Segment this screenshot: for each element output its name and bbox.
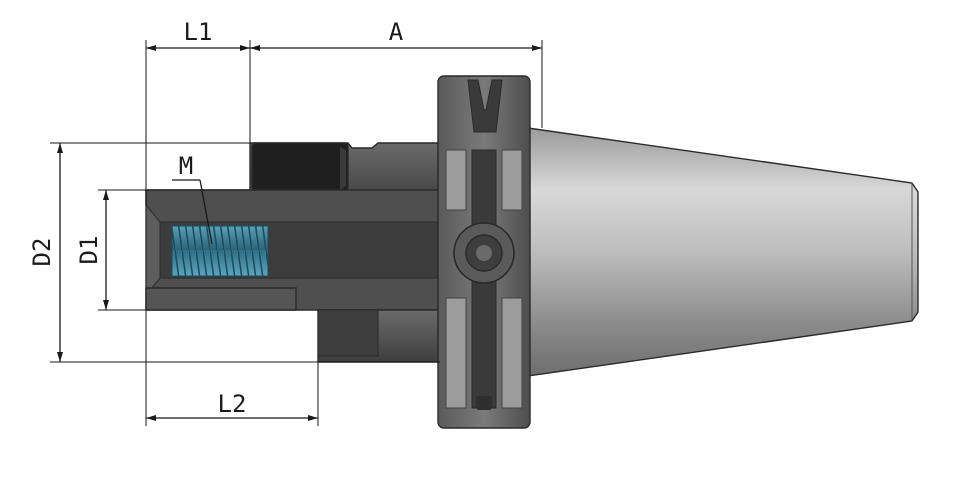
flange: [437, 75, 531, 429]
internal-thread: [171, 225, 269, 277]
dimension-lines: [50, 40, 543, 426]
taper-shank: [527, 127, 919, 377]
dim-label-d2: D2: [28, 238, 56, 267]
dim-label-a: A: [389, 18, 404, 46]
dim-label-m: M: [179, 152, 193, 180]
dim-label-l2: L2: [218, 390, 247, 418]
dim-label-l1: L1: [184, 18, 213, 46]
drive-key: [251, 142, 349, 191]
dim-label-d1: D1: [75, 236, 103, 265]
